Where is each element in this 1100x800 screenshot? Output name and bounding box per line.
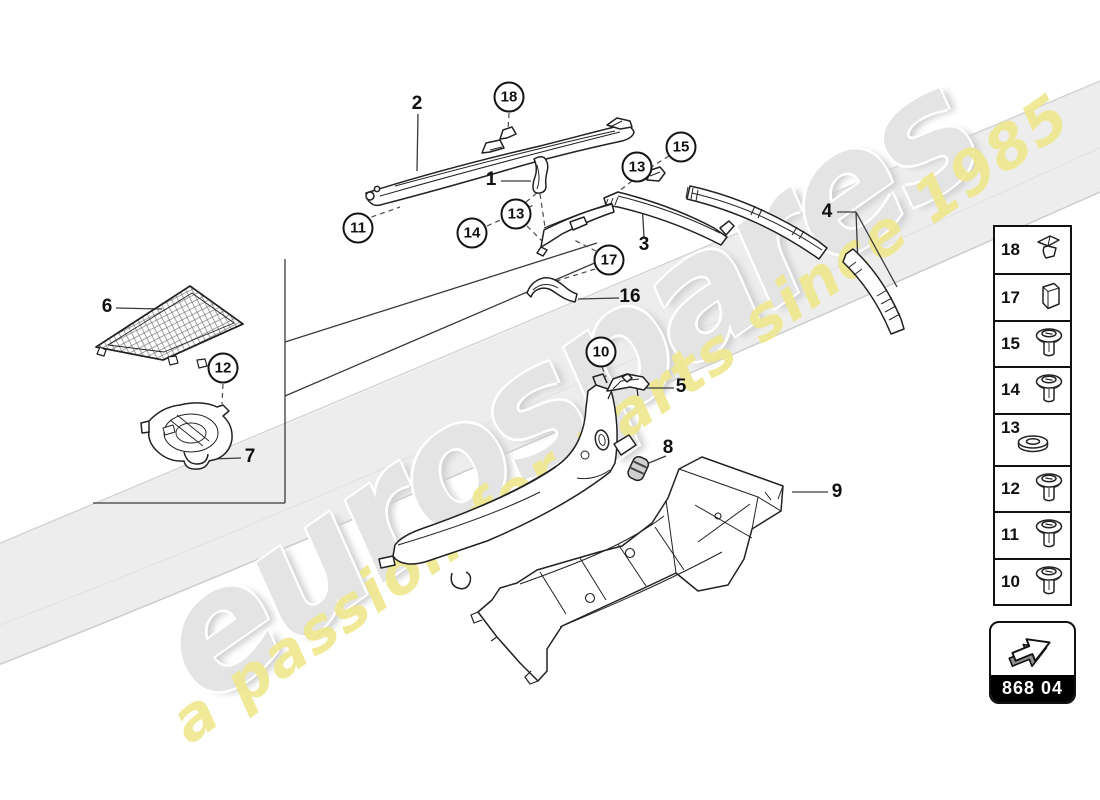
callout-label: 15 (672, 138, 690, 156)
part-label-2[interactable]: 2 (411, 93, 423, 114)
callout-label: 11 (350, 219, 366, 237)
callout-circle-18[interactable]: 18 (493, 81, 525, 113)
part-label-6[interactable]: 6 (101, 296, 113, 317)
screw-icon (1027, 469, 1070, 509)
fastener-number: 18 (1001, 240, 1020, 260)
part-label-8[interactable]: 8 (662, 437, 674, 458)
screw-icon (1027, 370, 1070, 410)
pillar-sill-trim-drawing[interactable] (378, 373, 637, 590)
part-7-speaker-housing-drawing[interactable] (140, 402, 233, 470)
screw-icon (1027, 515, 1070, 555)
part-16-bracket-drawing[interactable] (526, 277, 578, 303)
part-1-bracket-drawing[interactable] (532, 156, 549, 194)
callout-label: 17 (600, 251, 618, 269)
fastener-number: 13 (1001, 417, 1020, 437)
callout-circle-11[interactable]: 11 (342, 212, 374, 244)
clip-icon (1027, 230, 1070, 270)
fastener-number: 10 (1001, 571, 1020, 591)
callout-circle-13-right[interactable]: 13 (621, 151, 653, 183)
fastener-number: 17 (1001, 287, 1020, 307)
part-label-4[interactable]: 4 (821, 201, 833, 222)
part-label-3[interactable]: 3 (638, 234, 650, 255)
callout-label: 13 (507, 205, 525, 223)
part-2-a-pillar-trim-drawing[interactable] (365, 117, 635, 207)
callout-circle-10[interactable]: 10 (585, 336, 617, 368)
fastener-row-15[interactable]: 15 (995, 319, 1070, 366)
fastener-row-12[interactable]: 12 (995, 464, 1070, 511)
screw-icon (1027, 562, 1070, 602)
fastener-row-13[interactable]: 13 (995, 412, 1070, 465)
callout-label: 13 (628, 158, 646, 176)
arrow-icon (991, 623, 1074, 675)
callout-label: 14 (463, 224, 481, 242)
part-label-16[interactable]: 16 (619, 286, 641, 307)
fastener-row-10[interactable]: 10 (995, 557, 1070, 604)
part-3-b-pillar-trim-drawing[interactable] (536, 166, 735, 257)
part-label-1[interactable]: 1 (485, 169, 497, 190)
part-label-7[interactable]: 7 (244, 446, 256, 467)
callout-circle-15[interactable]: 15 (665, 131, 697, 163)
fastener-number: 12 (1001, 478, 1020, 498)
part-4-pillar-trim-drawing[interactable] (685, 185, 905, 335)
part-9-tunnel-lining-drawing[interactable] (470, 456, 784, 685)
expanding-nut-icon (1027, 278, 1070, 318)
part-group-code-box[interactable]: 868 04 (989, 621, 1076, 704)
fastener-number: 14 (1001, 380, 1020, 400)
callout-label: 12 (214, 359, 232, 377)
callout-label: 18 (500, 88, 518, 106)
fastener-row-14[interactable]: 14 (995, 366, 1070, 412)
part-label-9[interactable]: 9 (831, 481, 843, 502)
callout-circle-13-left[interactable]: 13 (500, 198, 532, 230)
part-5-bracket-drawing[interactable] (606, 373, 650, 400)
fastener-number: 11 (1001, 525, 1019, 545)
callout-circle-14[interactable]: 14 (456, 217, 488, 249)
fastener-row-11[interactable]: 11 (995, 511, 1070, 557)
fastener-reference-panel: 18 17 15 14 13 12 11 10 (993, 225, 1072, 606)
callout-label: 10 (592, 343, 610, 361)
part-label-5[interactable]: 5 (675, 376, 687, 397)
screw-icon (1027, 324, 1070, 364)
fastener-row-18[interactable]: 18 (995, 227, 1070, 273)
part-group-code: 868 04 (991, 675, 1074, 702)
fastener-row-17[interactable]: 17 (995, 273, 1070, 319)
part-8-clip-drawing[interactable] (626, 455, 650, 483)
fastener-number: 15 (1001, 334, 1020, 354)
callout-circle-12[interactable]: 12 (207, 352, 239, 384)
part-6-speaker-grille-drawing[interactable] (95, 285, 244, 369)
callout-circle-17[interactable]: 17 (593, 244, 625, 276)
